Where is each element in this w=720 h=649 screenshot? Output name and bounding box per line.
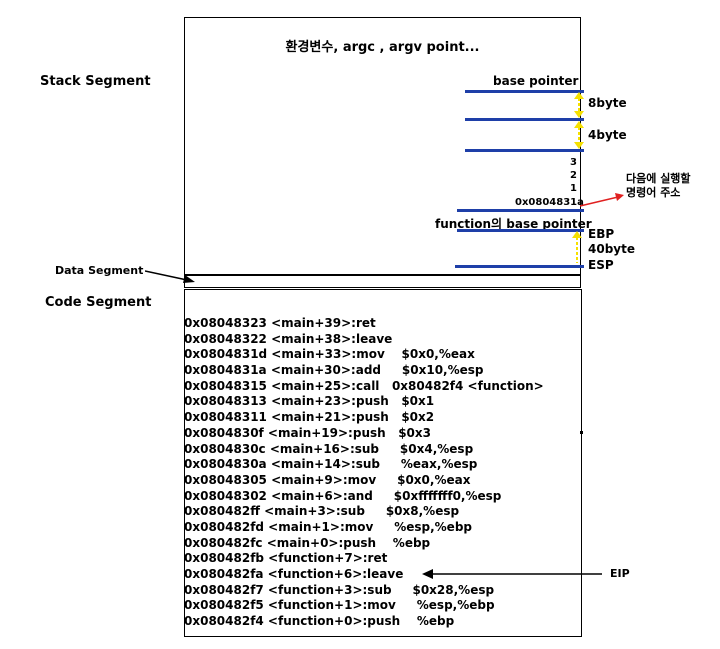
code-line: 0x08048313 <main+23>:push $0x1	[184, 394, 435, 409]
code-line: 0x08048311 <main+21>:push $0x2	[184, 410, 435, 425]
code-line: 0x08048302 <main+6>:and $0xfffffff0,%esp	[184, 488, 502, 503]
code-line: 0x0804831d <main+33>:mov $0x0,%eax	[184, 347, 475, 362]
function-base-pointer-label: function의 base pointer	[435, 217, 592, 231]
code-line: 0x080482f7 <function+3>:sub $0x28,%esp	[184, 582, 495, 597]
size-marker-4byte	[574, 121, 584, 149]
stack-line-mid	[465, 118, 584, 121]
eip-label: EIP	[610, 567, 630, 580]
code-segment-box	[184, 289, 582, 637]
data-segment-arrow	[145, 270, 195, 283]
stack-arg-2: 2	[570, 170, 577, 181]
stack-line-lower	[465, 149, 584, 152]
code-line: 0x0804830f <main+19>:push $0x3	[184, 425, 431, 440]
code-line: 0x0804830c <main+16>:sub $0x4,%esp	[184, 441, 474, 456]
base-pointer-label: base pointer	[493, 74, 579, 88]
size-40byte-label: 40byte	[588, 242, 635, 256]
code-line: 0x080482f4 <function+0>:push %ebp	[184, 614, 455, 629]
stack-segment-label: Stack Segment	[40, 74, 151, 89]
stack-line-base-pointer	[465, 90, 584, 93]
stack-line-return	[457, 209, 584, 212]
esp-label: ESP	[588, 258, 614, 272]
code-line: 0x0804830a <main+14>:sub %eax,%esp	[184, 457, 478, 472]
ebp-label: EBP	[588, 227, 615, 241]
stack-line-esp	[455, 265, 584, 268]
size-marker-8byte	[574, 92, 584, 118]
stack-line-ebp	[457, 229, 584, 232]
environment-box-text: 환경변수, argc , argv point...	[285, 40, 480, 55]
stack-arg-3: 3	[570, 157, 577, 168]
code-line: 0x080482f5 <function+1>:mov %esp,%ebp	[184, 598, 495, 613]
code-line: 0x08048305 <main+9>:mov $0x0,%eax	[184, 472, 471, 487]
next-instruction-arrow	[579, 193, 624, 207]
size-8byte-label: 8byte	[588, 96, 627, 110]
stack-segment-box	[184, 68, 581, 275]
eip-arrow	[422, 569, 602, 579]
code-line: 0x0804831a <main+30>:add $0x10,%esp	[184, 363, 484, 378]
code-line: 0x080482fd <main+1>:mov %esp,%ebp	[184, 519, 472, 534]
next-instruction-note-line1: 다음에 실행할	[626, 172, 691, 185]
code-line: 0x08048322 <main+38>:leave	[184, 331, 393, 346]
size-marker-40byte	[572, 231, 582, 263]
code-line: 0x08048315 <main+25>:call 0x80482f4 <fun…	[184, 378, 544, 393]
stack-arg-1: 1	[570, 183, 577, 194]
code-line: 0x080482fc <main+0>:push %ebp	[184, 535, 431, 550]
code-line: 0x080482fa <function+6>:leave	[184, 567, 404, 581]
code-box-tick	[580, 431, 583, 434]
environment-box: 환경변수, argc , argv point...	[184, 17, 581, 69]
size-4byte-label: 4byte	[588, 128, 627, 142]
next-instruction-note: 다음에 실행할 명령어 주소	[626, 172, 691, 200]
data-segment-box	[184, 274, 581, 288]
data-segment-label: Data Segment	[55, 264, 144, 277]
return-address: 0x0804831a	[515, 197, 584, 208]
code-line: 0x080482ff <main+3>:sub $0x8,%esp	[184, 504, 460, 519]
code-segment-label: Code Segment	[45, 295, 152, 310]
code-line: 0x080482fb <function+7>:ret	[184, 551, 388, 566]
code-listing: 0x08048323 <main+39>:ret 0x08048322 <mai…	[184, 316, 579, 630]
code-line: 0x08048323 <main+39>:ret	[184, 316, 376, 330]
next-instruction-note-line2: 명령어 주소	[626, 186, 681, 199]
